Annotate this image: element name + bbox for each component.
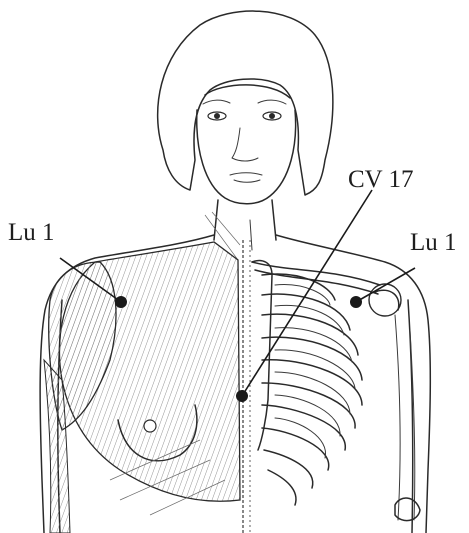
midline: [243, 240, 250, 533]
label-lu1-left: Lu 1: [8, 219, 55, 246]
left-musculature: [44, 242, 240, 533]
leader-cv17: [242, 190, 372, 396]
rib-cage: [252, 261, 420, 521]
hair: [158, 11, 333, 195]
face: [197, 85, 296, 204]
label-lu1-right: Lu 1: [410, 229, 457, 256]
leader-lu1-right: [356, 268, 415, 302]
label-cv17: CV 17: [348, 166, 414, 193]
